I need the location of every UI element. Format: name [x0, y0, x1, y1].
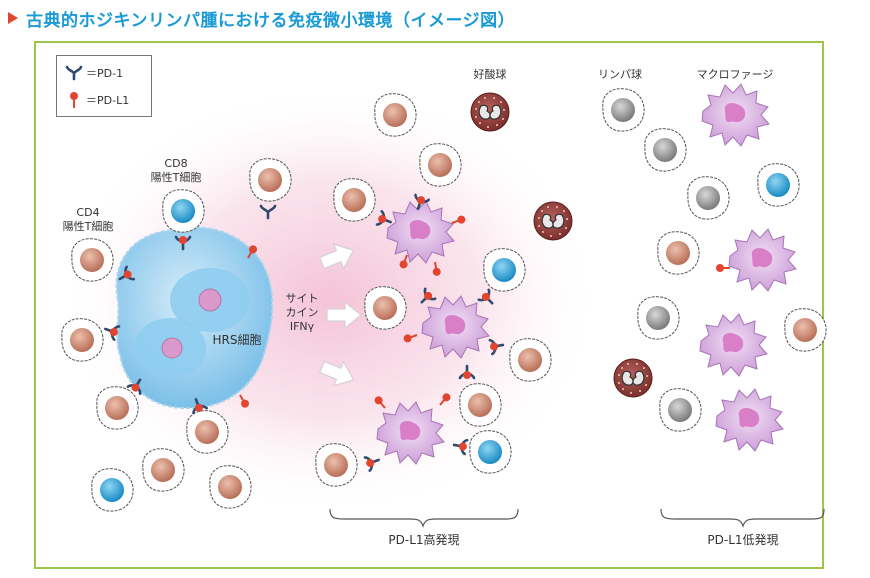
- label-hrs: HRS細胞: [212, 333, 262, 347]
- label-eosinophil: 好酸球: [473, 68, 507, 81]
- title-marker-icon: [8, 12, 18, 24]
- legend-row-pd1: ＝PD-1: [65, 64, 123, 82]
- legend-pdl1-label: ＝PD-L1: [86, 94, 130, 107]
- hrs-cell: [115, 226, 274, 410]
- diagram-title-bar: 古典的ホジキンリンパ腫における免疫微小環境（イメージ図）: [8, 6, 516, 31]
- label-lymphocyte: リンパ球: [598, 68, 642, 81]
- pdl1-icon: [70, 92, 78, 108]
- label-pdl1-high: PD-L1高発現: [388, 533, 460, 547]
- brace-pdl1-low: [660, 508, 825, 528]
- label-cd4: CD4 陽性T細胞: [62, 206, 114, 233]
- diagram-frame: [34, 41, 824, 569]
- brace-pdl1-high: [329, 508, 519, 528]
- legend-box: ＝PD-1 ＝PD-L1: [56, 55, 152, 117]
- macrophage-pdl1-low: [699, 83, 797, 452]
- label-pdl1-low: PD-L1低発現: [707, 533, 779, 547]
- diagram-title: 古典的ホジキンリンパ腫における免疫微小環境（イメージ図）: [26, 10, 516, 31]
- label-cd8: CD8 陽性T細胞: [150, 157, 202, 184]
- legend-pd1-label: ＝PD-1: [86, 67, 124, 80]
- label-macrophage: マクロファージ: [696, 68, 774, 81]
- pd1-icon: [65, 65, 83, 81]
- legend-row-pdl1: ＝PD-L1: [65, 90, 129, 110]
- label-cytokine: サイト カイン IFNγ: [285, 292, 319, 333]
